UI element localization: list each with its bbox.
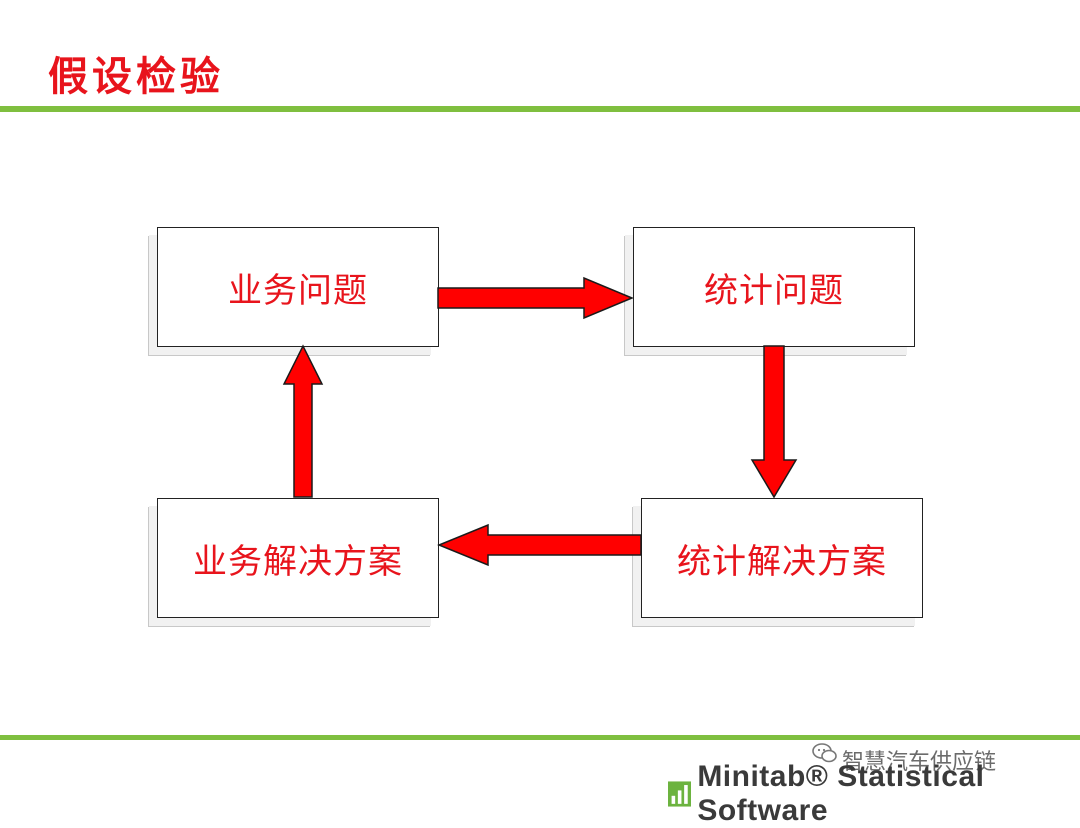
arrow-left [437, 523, 642, 567]
statistical-problem-box: 统计问题 [633, 227, 915, 347]
business-problem-label: 业务问题 [228, 270, 368, 311]
minitab-bars-icon [668, 781, 692, 807]
wechat-icon [812, 743, 837, 763]
business-problem-box: 业务问题 [157, 227, 439, 347]
statistical-solution-label: 统计解决方案 [677, 541, 887, 582]
arrow-right [437, 276, 634, 320]
logo-text: Minitab® Statistical Software [697, 760, 985, 827]
arrow-up [282, 344, 324, 498]
page-title: 假设检验 [48, 54, 224, 100]
top-divider [0, 106, 1080, 112]
business-solution-box: 业务解决方案 [157, 498, 439, 618]
watermark-source: 智慧汽车供应链 [842, 750, 997, 775]
statistical-solution-box: 统计解决方案 [641, 498, 923, 618]
flow-arrows [282, 276, 798, 567]
arrow-down [750, 345, 798, 499]
minitab-logo: Minitab® Statistical Software [668, 760, 1080, 828]
bottom-divider [0, 735, 1080, 740]
statistical-problem-label: 统计问题 [704, 270, 844, 311]
business-solution-label: 业务解决方案 [193, 541, 403, 582]
